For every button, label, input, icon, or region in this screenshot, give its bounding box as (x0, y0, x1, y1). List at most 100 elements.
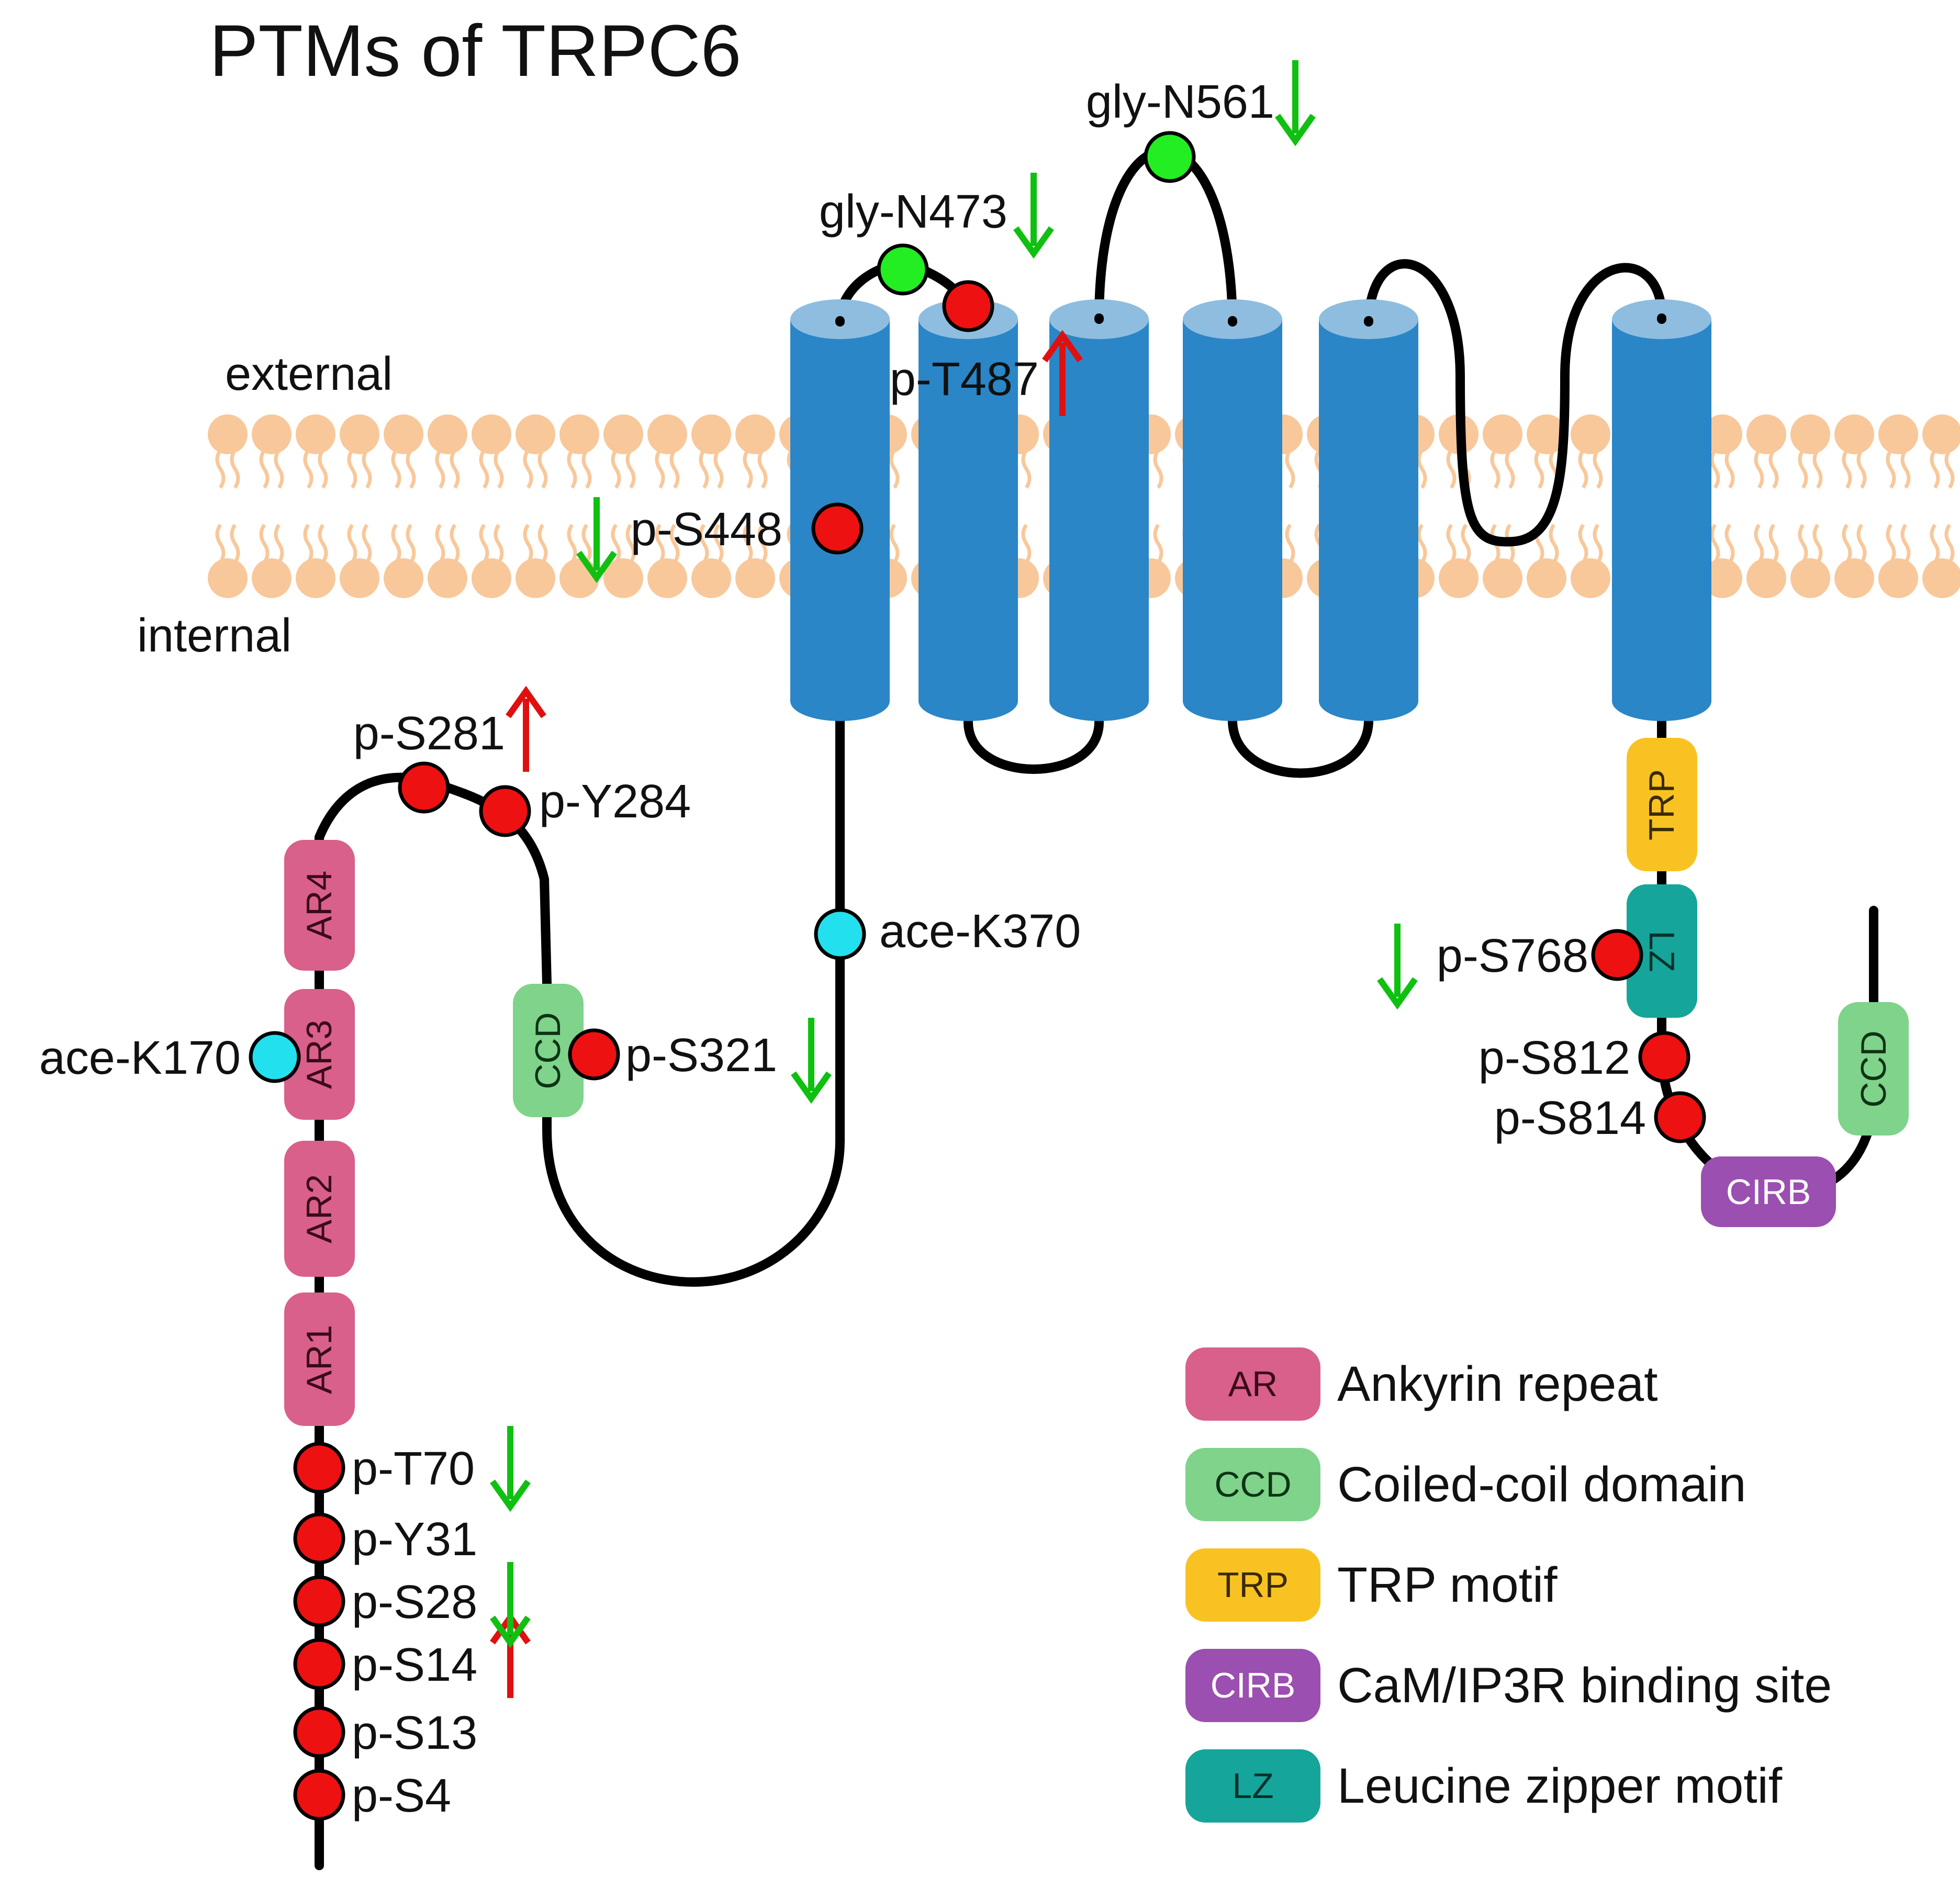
svg-text:CIRB: CIRB (1726, 1172, 1811, 1212)
lipid-tail (1754, 449, 1764, 489)
lipid-head (735, 414, 775, 454)
lipid-tail (1446, 524, 1457, 564)
arrow-down-icon (490, 1562, 531, 1648)
lipid-tail (215, 449, 226, 489)
lipid-head (1483, 414, 1522, 454)
domain-cirb: CIRB (1701, 1156, 1836, 1227)
lipid-tail (362, 524, 372, 564)
lipid-head (1878, 558, 1918, 598)
domain-ar1: AR1 (284, 1292, 355, 1426)
glycosylation-site-marker (1144, 131, 1196, 183)
lipid-head (296, 558, 335, 598)
legend-key: TRP (1217, 1565, 1289, 1605)
lipid-tail (1768, 524, 1779, 564)
lipid-tail (391, 524, 401, 564)
lipid-head (340, 414, 379, 454)
lipid-tail (450, 524, 460, 564)
site-label: p-S814 (1494, 1092, 1646, 1144)
lipid-head (428, 414, 467, 454)
lipid-tail (743, 524, 753, 564)
lipid-tail (523, 524, 533, 564)
lipid-tail (1944, 524, 1955, 564)
lipid-tail (523, 449, 533, 489)
site-gly-n561: gly-N561 (1086, 60, 1316, 183)
phosphorylation-site-marker (293, 1769, 345, 1821)
lipid-tail (889, 449, 900, 489)
domain-lz: LZ (1627, 884, 1697, 1018)
lipid-tail (303, 524, 313, 564)
legend-swatch (1185, 1548, 1320, 1622)
lipid-tail (1812, 449, 1823, 489)
phosphorylation-site-marker (398, 761, 450, 814)
site-label: gly-N561 (1086, 76, 1274, 128)
lipid-tail (889, 524, 900, 564)
site-label: ace-K170 (39, 1032, 241, 1084)
lipid-tail (713, 524, 724, 564)
lipid-head (1527, 414, 1566, 454)
glycosylation-site-marker (877, 243, 929, 296)
lipid-tail (259, 449, 270, 489)
site-ace-k370: ace-K370 (814, 905, 1081, 960)
lipid-tail (699, 449, 709, 489)
site-label: p-Y31 (352, 1513, 477, 1566)
lipid-head (735, 558, 775, 598)
site-p-s14: p-S14 (293, 1612, 531, 1698)
site-label: ace-K370 (879, 905, 1081, 958)
lipid-tail (303, 449, 313, 489)
legend-key: LZ (1232, 1766, 1273, 1806)
lipid-tail (1710, 524, 1720, 564)
phosphorylation-site-marker (1654, 1091, 1706, 1143)
lipid-head (208, 414, 248, 454)
domain-trp: TRP (1627, 738, 1697, 871)
phosphorylation-site-marker (1591, 929, 1643, 981)
svg-text:AR4: AR4 (299, 871, 339, 940)
site-p-t70: p-T70 (293, 1426, 531, 1512)
lipid-tail (1593, 524, 1603, 564)
legend-key: CIRB (1211, 1666, 1295, 1705)
lipid-tail (669, 524, 680, 564)
legend-key: AR (1228, 1364, 1278, 1404)
lipid-tail (406, 524, 416, 564)
legend-key: CCD (1214, 1465, 1291, 1504)
lipid-tail (1768, 449, 1779, 489)
lipid-head (1703, 558, 1742, 598)
lipid-tail (1417, 524, 1427, 564)
lipid-tail (1842, 449, 1852, 489)
lipid-tail (1930, 524, 1940, 564)
site-p-s448: p-S448 (576, 497, 864, 583)
lipid-head (516, 558, 555, 598)
site-p-s4: p-S4 (293, 1769, 451, 1822)
helix-s6 (1612, 299, 1711, 721)
phosphorylation-site-marker (293, 1442, 345, 1494)
lipid-head (603, 558, 643, 598)
domain-ccd-c: CCD (1838, 1002, 1909, 1136)
lipid-tail (435, 524, 445, 564)
lipid-tail (713, 449, 724, 489)
lipid-head (647, 414, 687, 454)
legend-label: CaM/IP3R binding site (1337, 1658, 1832, 1713)
lipid-tail (1798, 524, 1808, 564)
site-label: p-S4 (352, 1770, 451, 1822)
lipid-tail (611, 524, 621, 564)
arrow-down-icon (490, 1426, 531, 1512)
ptm-sites: p-S4p-S13p-S14p-S28p-Y31p-T70ace-K170p-S… (39, 60, 1706, 1822)
lipid-tail (435, 449, 445, 489)
lipid-tail (1490, 449, 1500, 489)
lipid-tail (479, 449, 489, 489)
loop-s2-s3 (964, 717, 1104, 774)
lipid-tail (537, 524, 548, 564)
lipid-tail (1534, 449, 1544, 489)
lipid-head (252, 558, 292, 598)
site-label: gly-N473 (819, 186, 1007, 238)
lipid-tail (1593, 449, 1603, 489)
lipid-tail (318, 524, 328, 564)
helix-s4 (1183, 299, 1282, 721)
lipid-tail (347, 524, 357, 564)
lipid-head (1790, 558, 1830, 598)
lipid-tail (581, 524, 592, 564)
lipid-tail (655, 449, 665, 489)
site-p-s814: p-S814 (1494, 1091, 1706, 1144)
lipid-tail (625, 524, 636, 564)
phosphorylation-site-marker (293, 1575, 345, 1627)
